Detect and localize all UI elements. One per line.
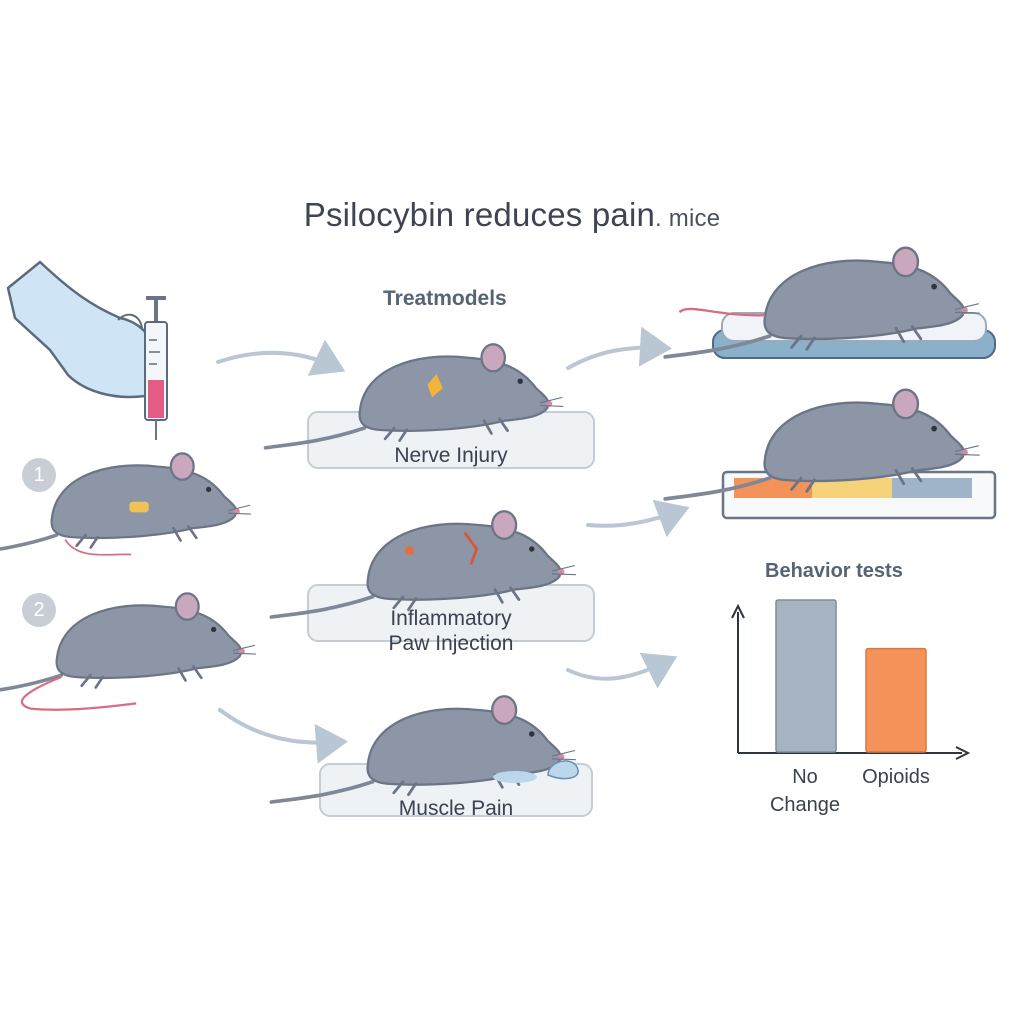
mouse-left-2: [0, 591, 258, 711]
syringe-icon: [144, 296, 168, 440]
mouse-left-1: [0, 451, 253, 557]
chart-tick-label-opioids: Opioids: [862, 766, 930, 788]
step-badge-2: 2: [22, 593, 56, 627]
chart-tick-label-no: No: [792, 766, 818, 788]
treat-models-heading: Treatmodels: [383, 287, 507, 310]
arrow-hand-to-nerve: [216, 339, 346, 376]
mouse-inflammatory: [269, 509, 578, 619]
cup-icon: [547, 760, 579, 780]
behavior-bar-chart: [731, 599, 971, 760]
mouse-nerve-injury: [263, 342, 566, 450]
gloved-hand-icon: [6, 260, 163, 399]
step-badge-1: 1: [22, 458, 56, 492]
diagram-title: Psilocybin reduces pain. mice: [0, 196, 1024, 234]
behavior-heading: Behavior tests: [765, 560, 903, 582]
title-suffix: . mice: [655, 205, 721, 232]
model-label-inflammatory-line2: Paw Injection: [388, 632, 514, 655]
gradient-tray: [721, 470, 997, 520]
arrow-inflammatory-to-tray: [586, 499, 690, 538]
title-main: Psilocybin reduces pain: [303, 196, 656, 233]
bar-opioids: [865, 647, 927, 753]
mouse-hot-plate: [663, 245, 982, 359]
model-label-muscle: Muscle Pain: [398, 797, 514, 820]
dish-icon: [493, 771, 537, 783]
arrow-inflammatory-to-chart: [566, 652, 678, 689]
chart-tick-label-change: Change: [769, 794, 841, 816]
model-label-nerve: Nerve Injury: [394, 444, 508, 467]
arrow-nerve-to-hotplate: [566, 326, 672, 370]
bar-no-change: [775, 599, 837, 753]
model-label-inflammatory-line1: Inflammatory: [390, 607, 512, 630]
flow-arrows: [216, 326, 690, 764]
arrow-mouse2-to-muscle: [218, 708, 348, 764]
